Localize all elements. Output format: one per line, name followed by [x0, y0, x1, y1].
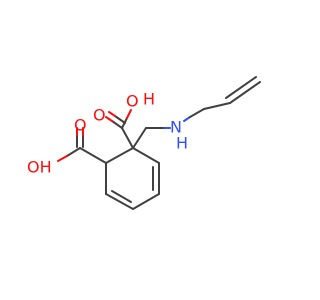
molecule-structure: OH O O H O N H: [27, 76, 261, 210]
atom-nh-h: H: [176, 134, 188, 153]
bond-c1-c2: [132, 147, 160, 164]
atom-oh-top-o: O: [126, 92, 139, 111]
bond-n-ch2-b: [189, 108, 205, 118]
atom-n: N: [170, 118, 182, 137]
bond-ch-ch2: [229, 81, 261, 104]
bond-c4-c5: [105, 193, 134, 210]
bond-c6-cacid: [79, 147, 107, 164]
bond-ch-ch2-double: [225, 76, 257, 99]
bond-oh-segment: [57, 155, 68, 162]
atom-oh-top-h: H: [143, 90, 155, 109]
bond-cacid2-oh: [121, 117, 128, 129]
bond-cacid2-o-double-a: [111, 120, 123, 129]
bond-o-center-red-b: [108, 111, 116, 117]
atom-oh-left: OH: [27, 158, 52, 177]
bond-c3-c4: [132, 193, 160, 210]
atom-o-left: O: [74, 116, 87, 135]
bond-c1-camide: [132, 127, 147, 149]
bond-c1-cacid2: [121, 127, 134, 149]
ring: [105, 147, 160, 210]
bond-c4-c5-double: [111, 190, 132, 203]
center-carboxyl: O H O: [93, 90, 155, 149]
bond-ch2-ch: [203, 102, 231, 110]
bond-c6-c1: [105, 147, 134, 164]
bond-cacid2-o-double-b: [114, 115, 126, 124]
left-carboxyl: OH O: [27, 116, 107, 177]
bond-o-center-red: [105, 116, 113, 122]
amide-allyl: N H: [132, 76, 261, 153]
bond-n-ch2-a: [183, 116, 191, 122]
bond-oh-top-red: [126, 109, 132, 119]
bond-cacid-oh: [66, 147, 81, 157]
atom-o-center: O: [93, 106, 106, 125]
